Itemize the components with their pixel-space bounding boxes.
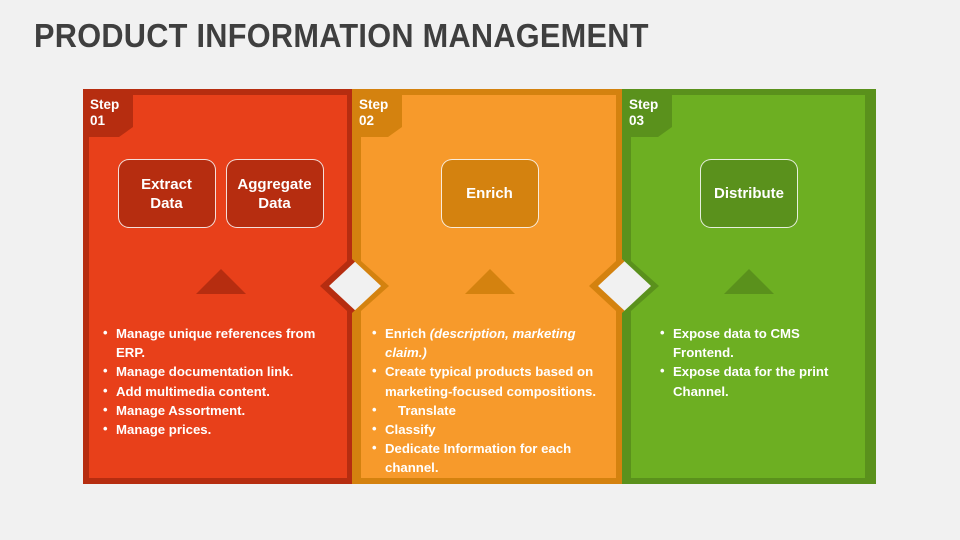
step-word-1: Step	[90, 97, 120, 112]
list-item: Manage Assortment.	[103, 400, 340, 420]
list-item: Add multimedia content.	[103, 381, 340, 401]
step-number-1: 01	[90, 113, 106, 128]
list-item: Classify	[372, 419, 609, 439]
box-label-line1: Extract	[141, 175, 192, 193]
step-number-3: 03	[629, 113, 645, 128]
step-panel-1[interactable]: Step 01 Extract Data Aggregate Data	[83, 89, 358, 484]
box-label-line2: Data	[150, 194, 183, 212]
step-word-3: Step	[629, 97, 659, 112]
step-number-2: 02	[359, 113, 375, 128]
step-3-bullet-list: Expose data to CMS Frontend. Expose data…	[660, 323, 862, 401]
step-1-box-extract-data[interactable]: Extract Data	[117, 159, 216, 228]
list-item: Expose data for the print Channel.	[660, 361, 862, 400]
list-item-text: Enrich	[385, 326, 430, 341]
triangle-marker-icon	[464, 269, 515, 294]
list-item: Manage prices.	[103, 419, 340, 439]
step-tab-3: Step 03	[629, 97, 675, 129]
list-item: Create typical products based on marketi…	[372, 361, 609, 400]
step-3-box-row: Distribute	[622, 159, 876, 228]
list-item: Dedicate Information for each channel.	[372, 438, 609, 477]
step-panel-2[interactable]: Step 02 Enrich Enrich (description, mark…	[352, 89, 627, 484]
box-label-line1: Aggregate	[237, 175, 312, 193]
step-tab-2: Step 02	[359, 97, 405, 129]
box-label-line1: Enrich	[466, 185, 513, 202]
step-1-bullet-list: Manage unique references from ERP. Manag…	[103, 323, 340, 439]
step-word-2: Step	[359, 97, 389, 112]
list-item: Translate	[372, 400, 609, 420]
step-1-box-aggregate-data[interactable]: Aggregate Data	[225, 159, 324, 228]
step-2-box-enrich[interactable]: Enrich	[440, 159, 539, 228]
step-2-box-row: Enrich	[352, 159, 627, 228]
list-item: Expose data to CMS Frontend.	[660, 323, 862, 362]
box-label-line1: Distribute	[713, 185, 784, 202]
step-1-box-row: Extract Data Aggregate Data	[83, 159, 358, 228]
list-item-italic: (description, marketing claim.)	[385, 326, 576, 361]
list-item: Enrich (description, marketing claim.)	[372, 323, 609, 362]
step-tab-1: Step 01	[90, 97, 136, 129]
page-title: PRODUCT INFORMATION MANAGEMENT	[34, 17, 649, 54]
list-item: Manage documentation link.	[103, 361, 340, 381]
step-panel-3[interactable]: Step 03 Distribute Expose data to CMS Fr…	[622, 89, 876, 484]
step-3-box-distribute[interactable]: Distribute	[700, 159, 798, 228]
triangle-marker-icon	[195, 269, 246, 294]
list-item: Manage unique references from ERP.	[103, 323, 340, 362]
triangle-marker-icon	[724, 269, 774, 294]
step-2-bullet-list: Enrich (description, marketing claim.) C…	[372, 323, 609, 478]
box-label-line2: Data	[258, 194, 291, 212]
